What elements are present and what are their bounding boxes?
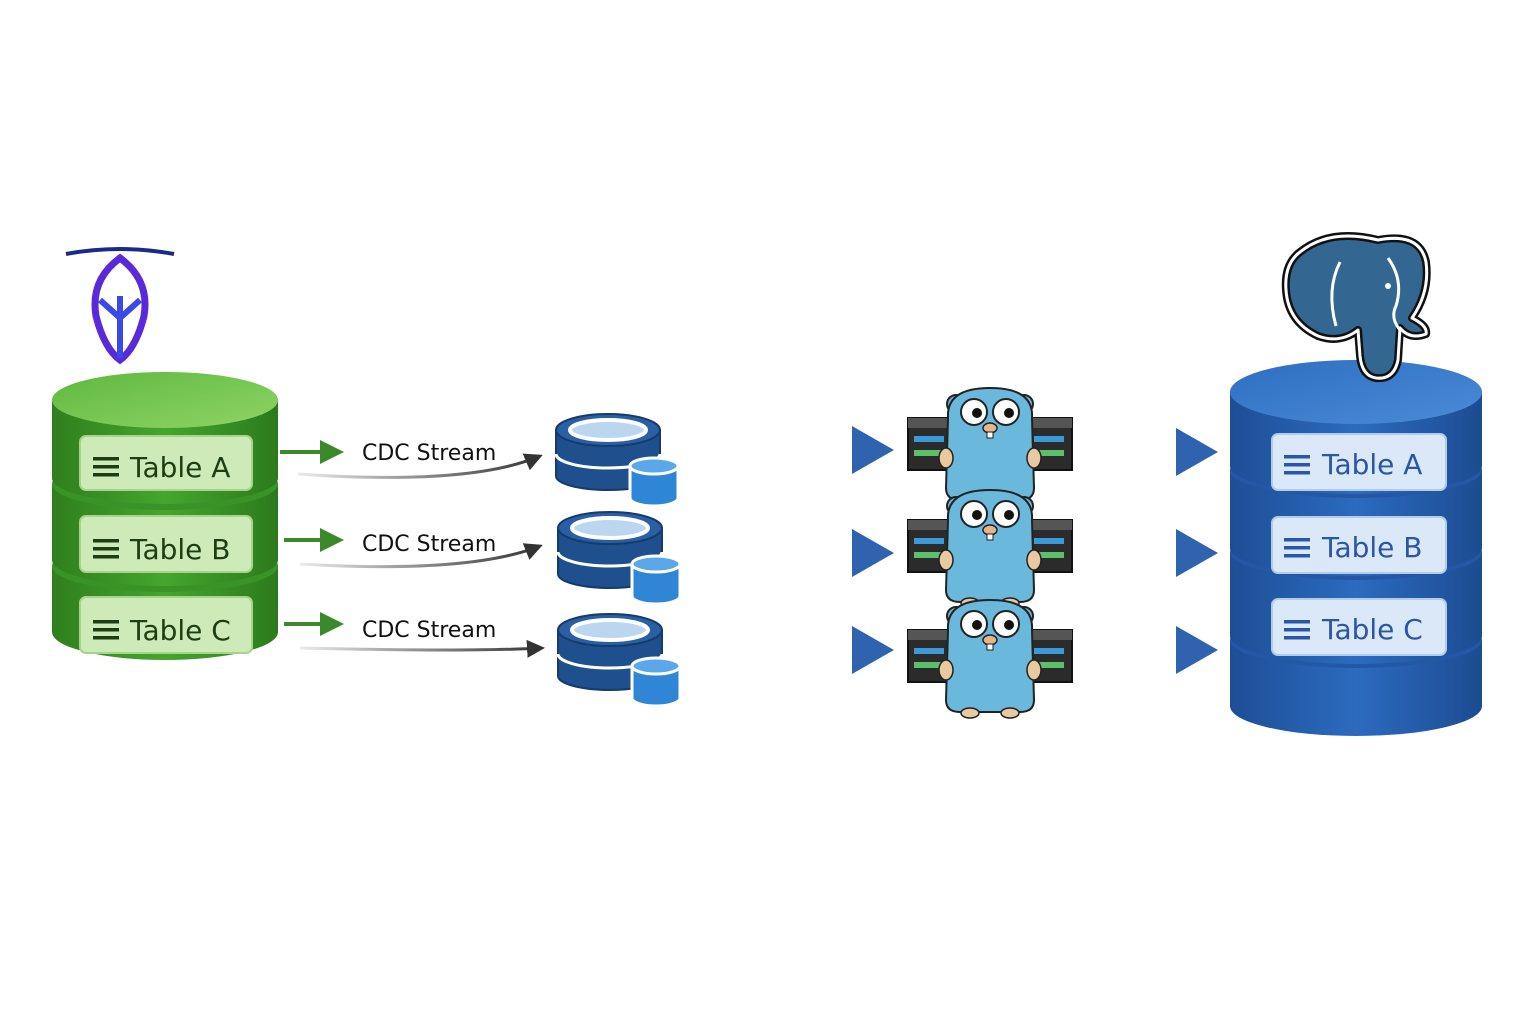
target-table-b-label: Table B [1321,531,1423,564]
target-table-a: Table A [1271,433,1447,491]
source-table-a-label: Table A [129,451,230,484]
source-table-b: Table B [79,515,253,573]
cdc-stream-label-3: CDC Stream [362,618,496,643]
cockroach-logo-icon [65,247,175,365]
source-table-c: Table C [79,596,253,654]
gray-curved-arrow [299,639,545,658]
source-table-a: Table A [79,435,253,491]
target-table-a-label: Table A [1321,448,1422,481]
source-table-c-label: Table C [129,614,231,647]
gray-curved-arrow [297,453,543,479]
table-lines-icon [1284,620,1310,640]
go-gopher-server-icon [907,599,1073,719]
go-gopher-server-icon [907,489,1073,609]
database-buffer-icon [554,412,680,508]
cdc-stream-label-1: CDC Stream [362,441,496,466]
target-table-c: Table C [1271,598,1447,656]
target-table-b: Table B [1271,516,1447,574]
table-lines-icon [93,457,119,477]
go-gopher-server-icon [907,387,1073,507]
source-table-b-label: Table B [129,533,231,566]
table-lines-icon [1284,538,1310,558]
table-lines-icon [93,620,119,640]
cdc-stream-label-2: CDC Stream [362,532,496,557]
table-lines-icon [93,539,119,559]
target-table-c-label: Table C [1321,613,1423,646]
postgres-elephant-icon [1281,232,1431,383]
gray-curved-arrow [299,543,543,569]
cdc-stream-row-1: CDC Stream [280,440,543,479]
database-buffer-icon [556,510,682,606]
table-lines-icon [1284,455,1310,475]
database-buffer-icon [556,612,682,708]
cdc-stream-row-3: CDC Stream [284,612,545,658]
cdc-stream-row-2: CDC Stream [284,528,543,569]
